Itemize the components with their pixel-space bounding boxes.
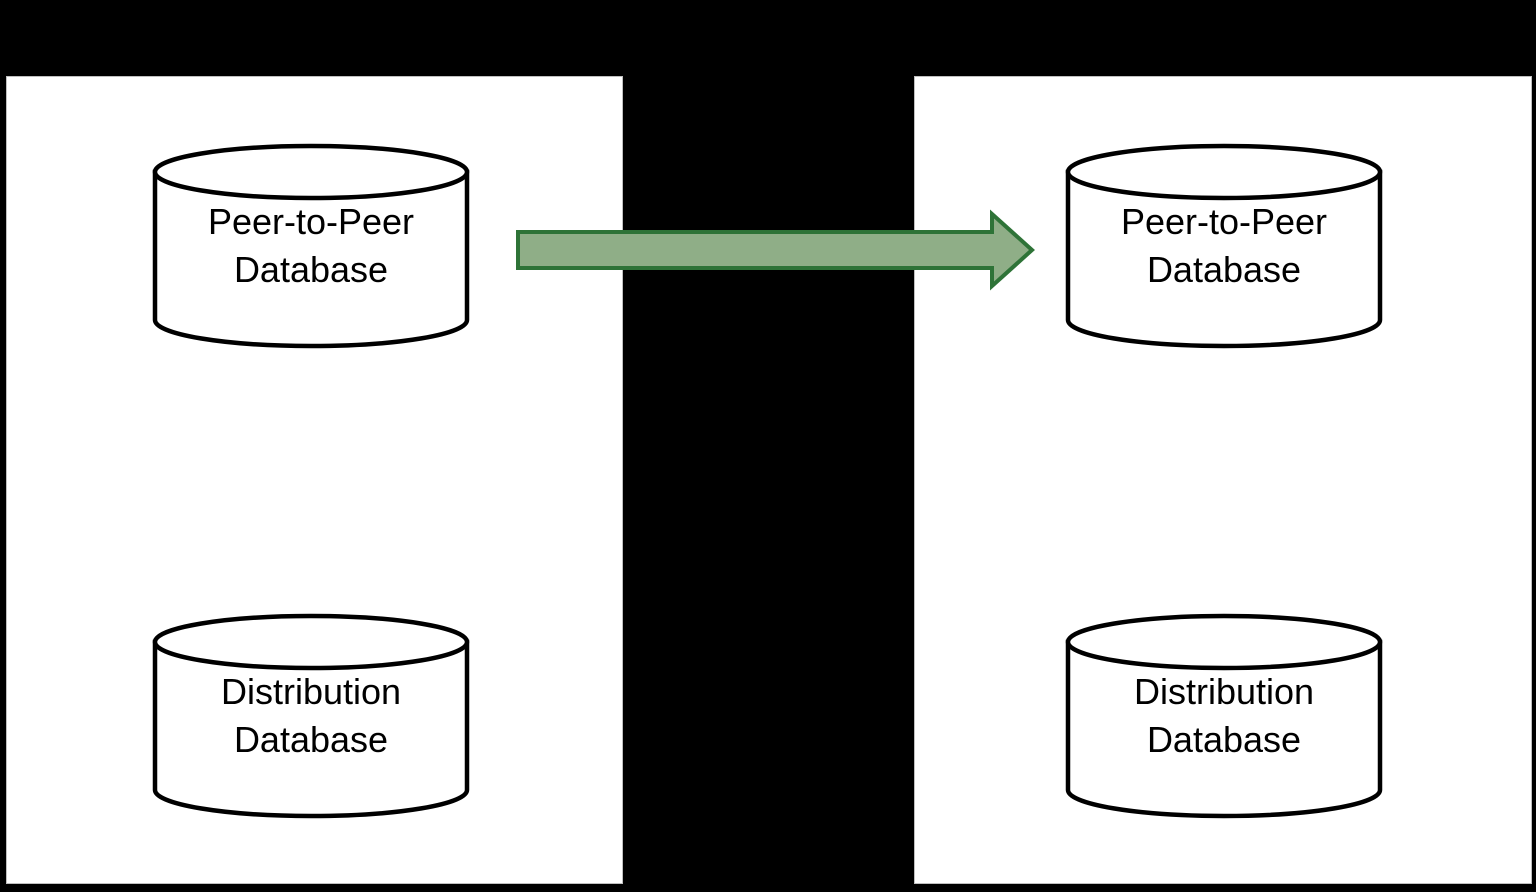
right-arrow-icon xyxy=(516,209,1035,291)
database-cylinder-icon xyxy=(152,143,470,349)
database-node-peer-to-peer-left[interactable]: Peer-to-Peer Database xyxy=(152,143,470,349)
database-node-distribution-right[interactable]: Distribution Database xyxy=(1065,613,1383,819)
database-node-label: Distribution Database xyxy=(1065,614,1383,818)
database-node-label: Peer-to-Peer Database xyxy=(1065,144,1383,348)
database-node-label: Peer-to-Peer Database xyxy=(152,144,470,348)
database-node-label-line1: Distribution xyxy=(1133,671,1315,712)
database-cylinder-icon xyxy=(152,613,470,819)
database-node-peer-to-peer-right[interactable]: Peer-to-Peer Database xyxy=(1065,143,1383,349)
database-node-label-line1: Distribution xyxy=(220,671,402,712)
database-node-label-line1: Peer-to-Peer xyxy=(1120,201,1328,242)
database-cylinder-icon xyxy=(1065,143,1383,349)
database-node-label-line2: Database xyxy=(1146,249,1302,290)
database-node-label-line2: Database xyxy=(233,719,389,760)
flow-arrow-left-to-right[interactable] xyxy=(516,209,1035,291)
database-node-label: Distribution Database xyxy=(152,614,470,818)
database-cylinder-icon xyxy=(1065,613,1383,819)
database-node-distribution-left[interactable]: Distribution Database xyxy=(152,613,470,819)
database-node-label-line2: Database xyxy=(1146,719,1302,760)
database-node-label-line1: Peer-to-Peer xyxy=(207,201,415,242)
database-node-label-line2: Database xyxy=(233,249,389,290)
